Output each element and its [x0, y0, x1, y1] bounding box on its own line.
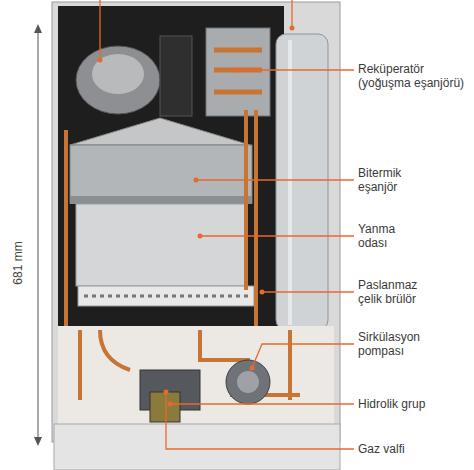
- part-label: Hidrolik grup: [358, 397, 468, 411]
- part-label: Gaz valfi: [358, 442, 468, 456]
- leader-line: [236, 69, 354, 70]
- combustion-chamber: [76, 204, 246, 286]
- part-label: Paslanmaz çelik brülör: [358, 278, 432, 306]
- leader-line: [200, 235, 354, 236]
- part-label: Yanma odası: [358, 222, 414, 250]
- leader-line: [99, 0, 100, 60]
- pump-cap: [237, 371, 259, 393]
- control-panel: [54, 424, 340, 470]
- dimension-arrow: [34, 24, 42, 33]
- hydraulic-area: [58, 326, 334, 426]
- tank-highlight: [288, 40, 292, 325]
- exchanger-base: [70, 196, 252, 204]
- part-label: Sirkülasyon pompası: [358, 330, 444, 358]
- leader-dot: [164, 390, 169, 395]
- exchanger-hood: [70, 118, 250, 145]
- leader-lines: [100, 0, 354, 449]
- flue-duct: [160, 36, 192, 116]
- leader-line: [252, 344, 354, 368]
- leader-dot: [98, 58, 103, 63]
- leader-dot: [194, 178, 199, 183]
- recuperator-pipes: [214, 50, 262, 92]
- fan: [76, 46, 160, 114]
- copper-pipes: [66, 110, 256, 330]
- leader-dot: [234, 68, 239, 73]
- leader-dot: [250, 366, 255, 371]
- part-label: Reküperatör (yoğuşma eşanjörü): [358, 62, 474, 90]
- leader-dot: [260, 290, 265, 295]
- circulation-pump: [226, 360, 270, 404]
- burner: [78, 286, 254, 306]
- leader-line: [196, 179, 354, 180]
- leader-line: [262, 291, 354, 292]
- combustion-frame: [58, 6, 284, 326]
- leader-dot: [198, 234, 203, 239]
- part-label: Bitermik eşanjör: [358, 166, 424, 194]
- burner-holes: [84, 295, 248, 298]
- leader-line: [170, 403, 354, 404]
- leader-line: [291, 0, 292, 28]
- gas-valve: [150, 392, 180, 422]
- recuperator: [206, 28, 270, 116]
- leader-dot: [290, 26, 295, 31]
- bithermic-exchanger: [70, 145, 252, 203]
- dimension-line: [38, 28, 39, 442]
- dimension-arrow: [34, 437, 42, 446]
- boiler-casing: [52, 2, 340, 442]
- dimension-label: 681 mm: [11, 233, 25, 293]
- leader-line: [166, 392, 354, 449]
- fan-hub: [92, 54, 144, 94]
- expansion-tank: [276, 34, 328, 330]
- leader-dot: [168, 402, 173, 407]
- leader-dots: [98, 26, 295, 407]
